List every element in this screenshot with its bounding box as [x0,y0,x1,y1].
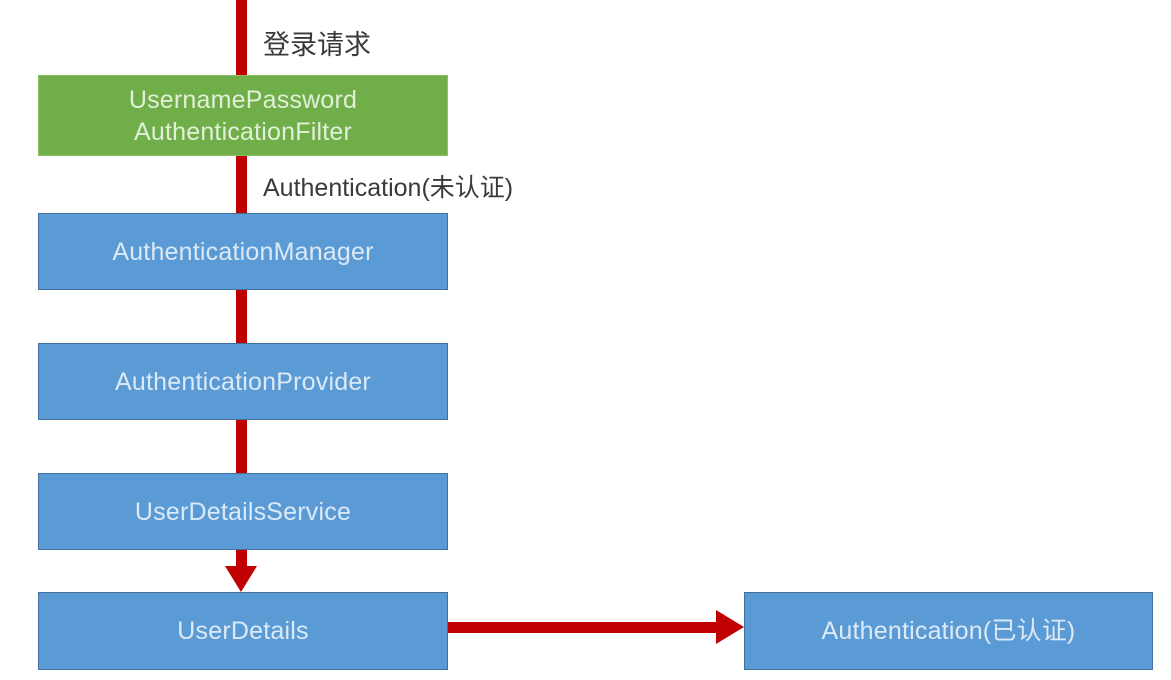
node-user-details[interactable]: UserDetails [38,592,448,670]
node-authentication-provider[interactable]: AuthenticationProvider [38,343,448,420]
connector-userdetails-to-authenticated [444,622,728,633]
edge-label-authentication-unauthenticated: Authentication(未认证) [263,174,514,202]
node-user-details-service[interactable]: UserDetailsService [38,473,448,550]
node-authentication-manager[interactable]: AuthenticationManager [38,213,448,290]
connector-login-request [236,0,247,80]
connector-userdetailsservice-to-userdetails [236,545,247,569]
arrowhead-to-authenticated [716,610,744,644]
edge-label-login-request: 登录请求 [263,30,371,60]
arrowhead-to-userdetails [225,566,257,592]
connector-provider-to-userdetailsservice [236,415,247,478]
connector-manager-to-provider [236,285,247,348]
node-username-password-authentication-filter[interactable]: UsernamePassword AuthenticationFilter [38,75,448,156]
connector-filter-to-manager [236,150,247,218]
node-authentication-authenticated[interactable]: Authentication(已认证) [744,592,1153,670]
